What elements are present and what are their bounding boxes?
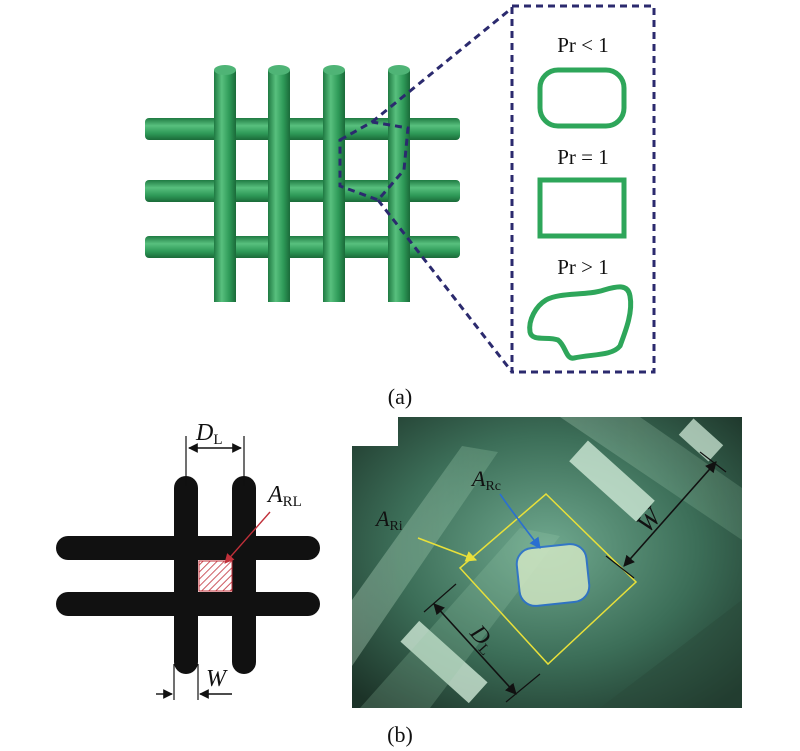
pore-shapes: Pr < 1 Pr = 1 Pr > 1 bbox=[527, 33, 634, 361]
dl-dimension: DL bbox=[185, 420, 245, 486]
dl-extension-line bbox=[423, 583, 457, 613]
schematic-lattice bbox=[56, 476, 320, 674]
arl-annotation: ARL bbox=[224, 482, 302, 564]
caption-b: (b) bbox=[387, 722, 413, 747]
arc-arrow bbox=[499, 493, 541, 549]
micrograph: ARc ARi W DL bbox=[352, 417, 742, 708]
vertical-rod bbox=[268, 65, 290, 302]
w-dimension-photo-arrow bbox=[623, 461, 717, 567]
ari-label: ARi bbox=[374, 506, 403, 534]
zoom-line-top bbox=[371, 6, 513, 124]
w-dimension-schematic: W bbox=[156, 664, 232, 700]
horizontal-rod bbox=[145, 118, 460, 140]
zoom-line-bottom bbox=[376, 199, 514, 373]
vertical-rod bbox=[323, 65, 345, 302]
horizontal-rod bbox=[145, 236, 460, 258]
rectangle-shape bbox=[537, 177, 627, 239]
vertical-rod bbox=[388, 65, 410, 302]
dl-dimension-photo-arrow bbox=[433, 603, 517, 695]
w-extension-line bbox=[605, 555, 635, 579]
vertical-rods bbox=[214, 65, 410, 302]
w-extension-line bbox=[699, 451, 727, 473]
dl-label: DL bbox=[195, 420, 223, 448]
shape-label-pr-eq-1: Pr = 1 bbox=[557, 145, 609, 169]
hatched-pore-area bbox=[198, 560, 233, 592]
vertical-rod bbox=[214, 65, 236, 302]
w-label-schematic: W bbox=[206, 666, 228, 692]
rounded-rectangle-shape bbox=[537, 67, 627, 129]
arl-arrow bbox=[224, 511, 271, 564]
arc-label: ARc bbox=[470, 466, 501, 494]
caption-a: (a) bbox=[388, 384, 412, 409]
shape-label-pr-lt-1: Pr < 1 bbox=[557, 33, 609, 57]
lattice-3d bbox=[145, 65, 460, 302]
dl-extension-line bbox=[505, 673, 541, 703]
arl-label: ARL bbox=[266, 482, 302, 510]
ari-arrow bbox=[417, 537, 478, 562]
irregular-shape bbox=[527, 284, 634, 361]
shape-label-pr-gt-1: Pr > 1 bbox=[557, 255, 609, 279]
inner-pore-region bbox=[515, 543, 591, 607]
